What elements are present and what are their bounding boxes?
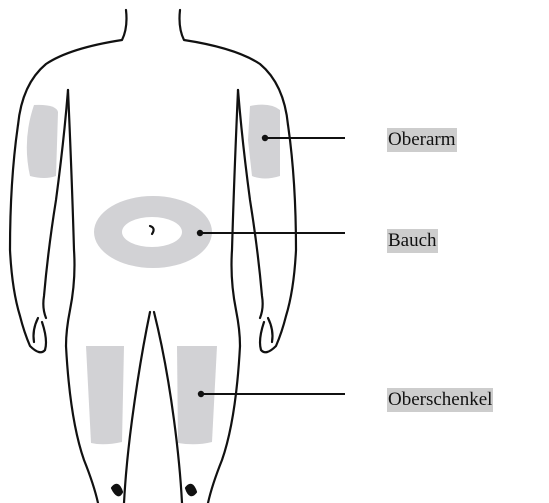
left-torso-side: [66, 90, 75, 346]
left-hand: [34, 318, 39, 342]
left-leg-inner: [124, 312, 150, 503]
zone-upper-arm-right: [248, 105, 280, 179]
right-knee: [186, 485, 196, 495]
label-abdomen: Bauch: [387, 229, 438, 253]
label-thigh: Oberschenkel: [387, 388, 493, 412]
navel: [150, 226, 154, 234]
label-upper-arm: Oberarm: [387, 128, 457, 152]
zone-thigh-left: [86, 346, 124, 444]
right-torso-side: [232, 90, 241, 346]
left-knee: [112, 485, 122, 495]
zone-thigh-right: [177, 346, 217, 444]
zone-upper-arm-left: [27, 105, 58, 178]
right-hand: [268, 318, 273, 342]
